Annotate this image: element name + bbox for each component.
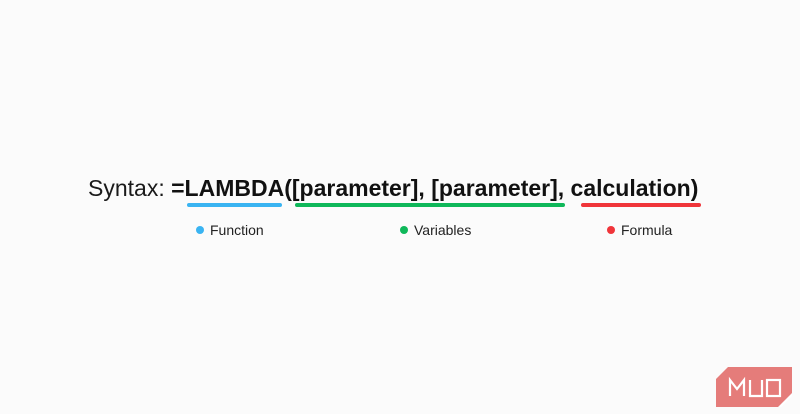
close-paren: ) xyxy=(690,175,699,201)
function-underline xyxy=(187,203,282,207)
legend-formula: Formula xyxy=(607,222,672,238)
separator-2: , xyxy=(557,175,571,201)
separator-1: , xyxy=(418,175,432,201)
green-dot-icon xyxy=(400,226,408,234)
legend-function: Function xyxy=(196,222,264,238)
syntax-label: Syntax: xyxy=(88,175,165,201)
legend-label: Formula xyxy=(621,222,673,238)
parameter-1: [parameter] xyxy=(291,175,419,201)
parameter-2: [parameter] xyxy=(431,175,558,201)
blue-dot-icon xyxy=(196,226,204,234)
function-name: LAMBDA xyxy=(184,175,285,201)
open-paren: ( xyxy=(284,175,292,201)
legend-label: Function xyxy=(210,222,264,238)
syntax-formula: Syntax: =LAMBDA([parameter], [parameter]… xyxy=(88,174,698,202)
formula-underline xyxy=(581,203,701,207)
legend-label: Variables xyxy=(414,222,472,238)
red-dot-icon xyxy=(607,226,615,234)
legend-variables: Variables xyxy=(400,222,471,238)
equals-sign: = xyxy=(171,175,185,201)
muo-logo-icon xyxy=(716,367,793,408)
syntax-code: =LAMBDA([parameter], [parameter], calcul… xyxy=(171,175,698,201)
variables-underline xyxy=(295,203,565,207)
calculation: calculation xyxy=(570,175,691,201)
muo-logo xyxy=(716,367,793,408)
